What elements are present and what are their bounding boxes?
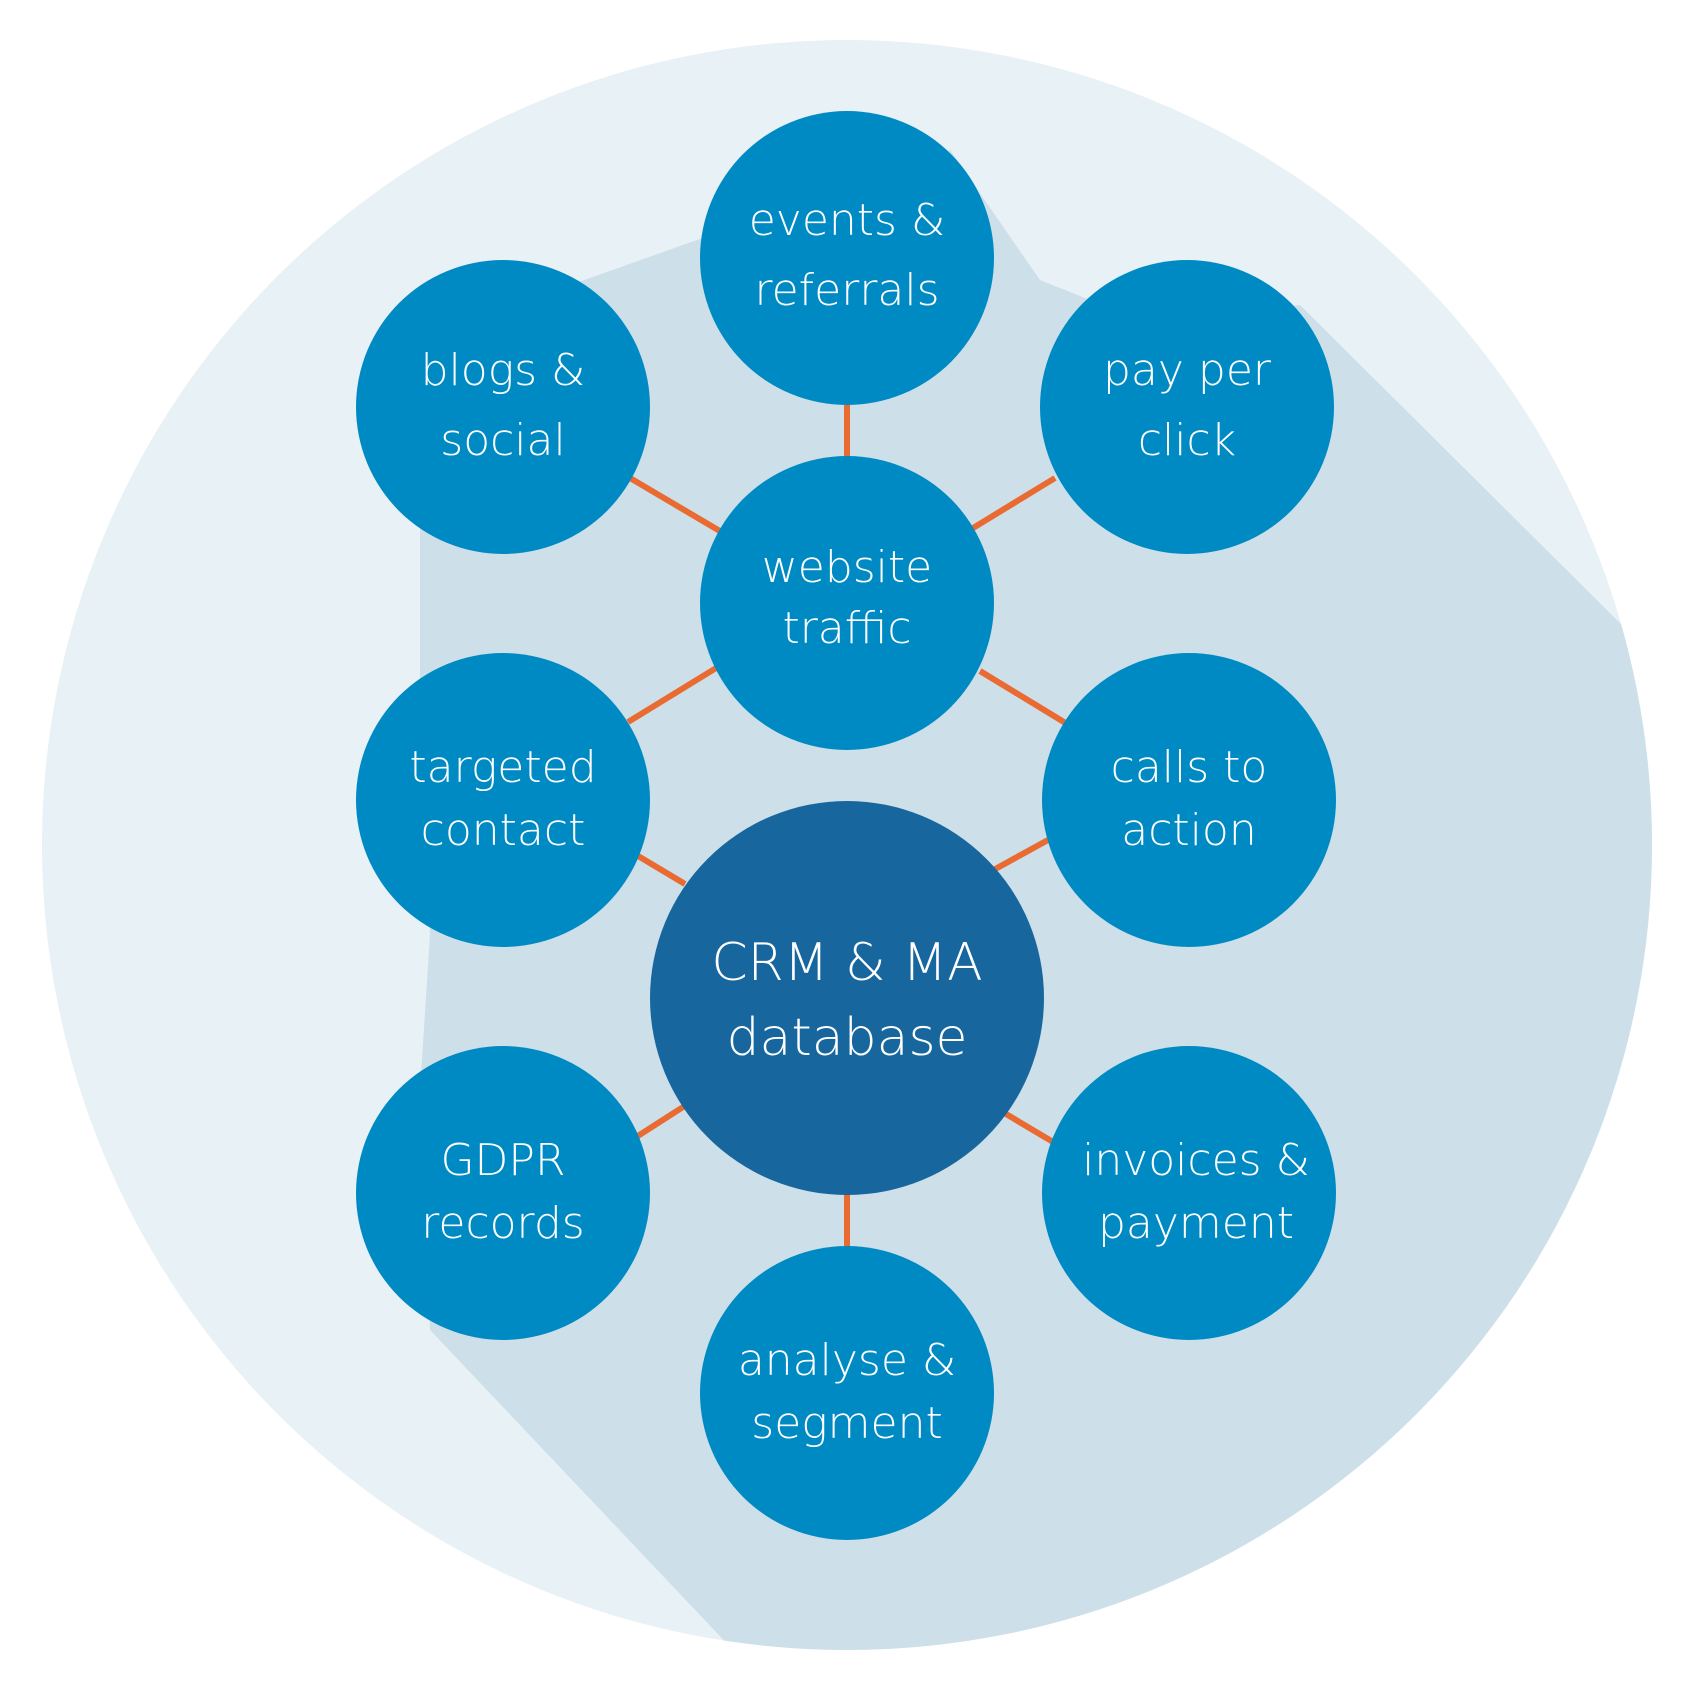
events-referrals-line1: events &: [749, 195, 946, 246]
invoices-payment-line2: payment: [1098, 1198, 1294, 1249]
pay-per-click-line2: click: [1138, 415, 1236, 466]
pay-per-click-line1: pay per: [1103, 345, 1272, 396]
crm-ma-database-line1: CRM & MA: [711, 933, 982, 993]
analyse-segment-line1: analyse &: [738, 1335, 956, 1386]
targeted-contact-line2: contact: [421, 805, 586, 856]
node-gdpr-records: GDPR records: [356, 1046, 650, 1340]
node-blogs-social: blogs & social: [356, 260, 650, 554]
gdpr-records-line1: GDPR: [440, 1135, 565, 1186]
website-traffic-line2: traffic: [782, 603, 911, 654]
node-targeted-contact: targeted contact: [356, 653, 650, 947]
website-traffic-line1: website: [762, 542, 932, 593]
events-referrals-line2: referrals: [754, 265, 939, 316]
node-crm-ma-database: CRM & MA database: [650, 801, 1044, 1195]
node-events-referrals: events & referrals: [700, 111, 994, 405]
gdpr-records-line2: records: [421, 1198, 584, 1249]
calls-to-action-line1: calls to: [1111, 742, 1268, 793]
node-analyse-segment: analyse & segment: [700, 1246, 994, 1540]
blogs-social-line1: blogs &: [421, 345, 586, 396]
node-pay-per-click: pay per click: [1040, 260, 1334, 554]
node-calls-to-action: calls to action: [1042, 653, 1336, 947]
node-invoices-payment: invoices & payment: [1042, 1046, 1336, 1340]
targeted-contact-line1: targeted: [409, 742, 596, 793]
blogs-social-line2: social: [440, 415, 565, 466]
invoices-payment-line1: invoices &: [1082, 1135, 1310, 1186]
crm-ma-database-line2: database: [726, 1008, 967, 1068]
calls-to-action-line2: action: [1121, 805, 1256, 856]
analyse-segment-line2: segment: [751, 1398, 942, 1449]
node-website-traffic: website traffic: [700, 456, 994, 750]
